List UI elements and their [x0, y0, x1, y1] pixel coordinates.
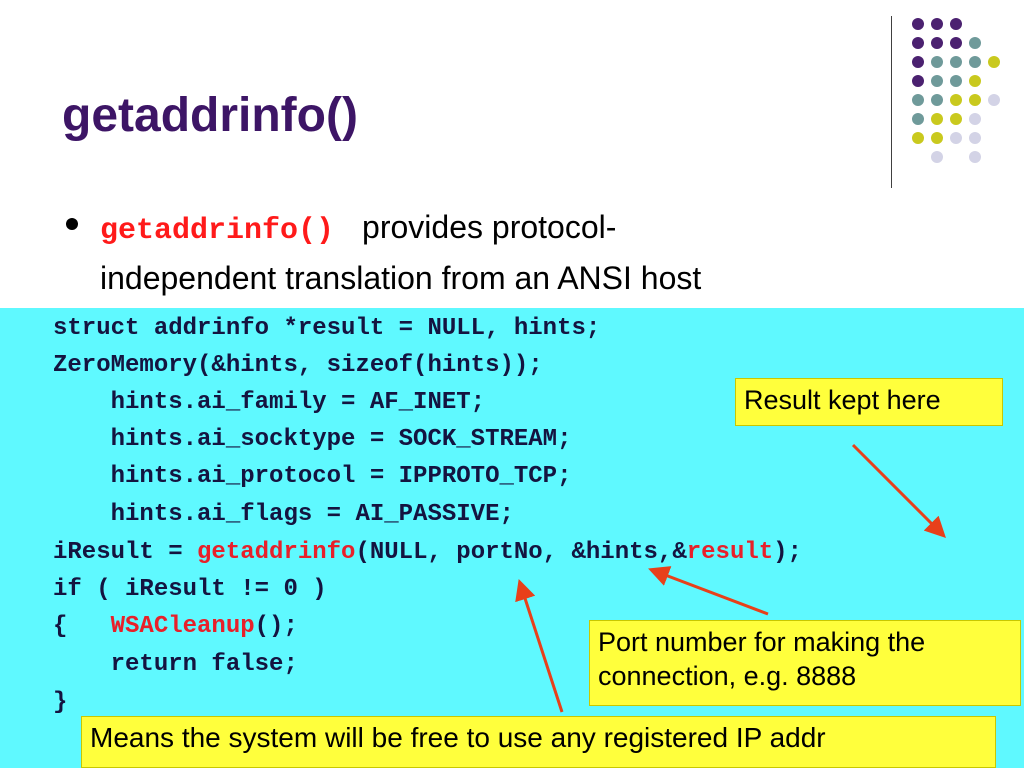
code-line-2: ZeroMemory(&hints, sizeof(hints));	[53, 352, 543, 379]
code-getaddrinfo-call: getaddrinfo	[197, 539, 356, 566]
bullet-line-2: independent translation from an ANSI hos…	[100, 260, 702, 296]
code-line-7-b: (NULL, portNo, &hints,&	[355, 539, 687, 566]
code-line-9: { WSACleanup();	[53, 608, 298, 645]
bullet-line-1: getaddrinfo() provides protocol-	[100, 204, 1000, 255]
bullet-function-name: getaddrinfo()	[100, 214, 335, 248]
slide-title: getaddrinfo()	[62, 89, 358, 142]
code-wsacleanup-call: WSACleanup	[110, 613, 255, 640]
code-line-10: return false;	[53, 651, 298, 678]
code-line-5: hints.ai_protocol = IPPROTO_TCP;	[53, 463, 572, 490]
note-result: Result kept here	[735, 378, 1003, 426]
dot-grid	[912, 18, 1000, 163]
code-line-9-a: {	[53, 613, 111, 640]
decorative-dots-graphic	[912, 18, 1000, 163]
divider-line	[891, 16, 892, 188]
code-line-7-a: iResult =	[53, 539, 198, 566]
code-result-arg: result	[686, 539, 774, 566]
note-null-host: Means the system will be free to use any…	[81, 716, 996, 768]
code-line-4: hints.ai_socktype = SOCK_STREAM;	[53, 426, 572, 453]
code-line-11: }	[53, 689, 68, 716]
code-line-8: if ( iResult != 0 )	[53, 576, 327, 603]
bullet-point: getaddrinfo() provides protocol- independ…	[100, 204, 1000, 302]
code-line-9-b: ();	[254, 613, 298, 640]
code-line-6: hints.ai_flags = AI_PASSIVE;	[53, 501, 514, 528]
note-port-number: Port number for making the connection, e…	[589, 620, 1021, 706]
code-line-1: struct addrinfo *result = NULL, hints;	[53, 315, 601, 342]
code-line-3: hints.ai_family = AF_INET;	[53, 389, 486, 416]
bullet-text-1: provides protocol-	[362, 209, 617, 245]
note-port-line-2: connection, e.g. 8888	[598, 661, 857, 691]
note-port-line-1: Port number for making the	[598, 627, 926, 657]
bullet-dot	[66, 218, 78, 230]
code-line-7: iResult = getaddrinfo(NULL, portNo, &hin…	[53, 534, 802, 571]
code-line-7-c: );	[773, 539, 802, 566]
